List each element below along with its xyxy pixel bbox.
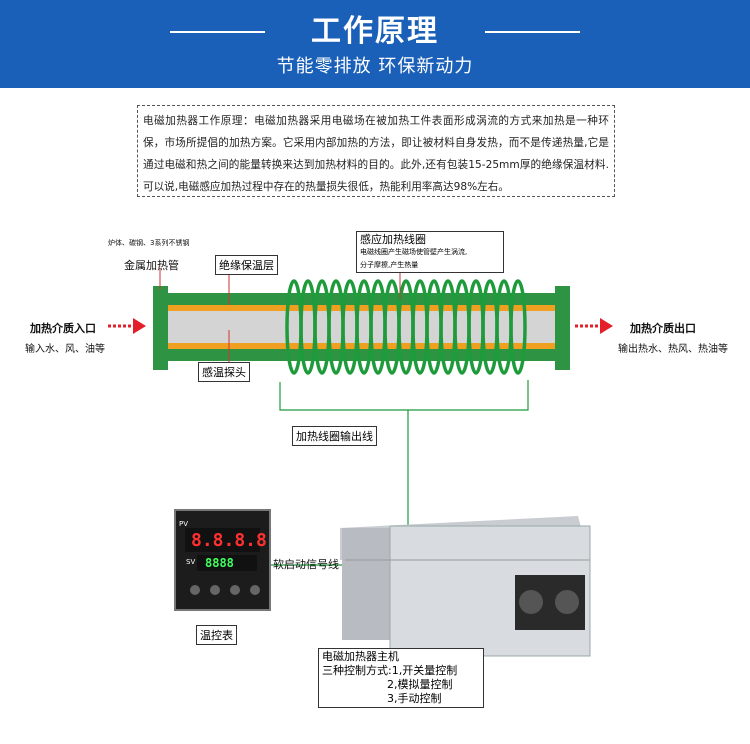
outlet-title: 加热介质出口 [630,322,696,335]
insulation-label: 绝缘保温层 [215,255,278,275]
host-mode-2: 2,模拟量控制 [387,678,453,691]
host-title: 电磁加热器主机 [322,650,399,663]
right-flange [555,286,570,370]
left-flange [153,286,168,370]
host-callout: 电磁加热器主机 三种控制方式:1,开关量控制 2,模拟量控制 3,手动控制 [318,648,484,708]
page-title: 工作原理 [311,14,439,49]
material-note: 炉体、碳钢、3系列不锈钢 [108,239,190,247]
host-modes-title: 三种控制方式:1,开关量控制 [322,664,480,678]
page-subtitle: 节能零排放 环保新动力 [276,56,474,77]
principle-description: 电磁加热器工作原理：电磁加热器采用电磁场在被加热工件表面形成涡流的方式来加热是一… [137,105,615,197]
sv-label: SV [186,558,196,566]
inlet-title: 加热介质入口 [30,322,96,335]
insulation-bottom [168,343,555,349]
sv-display: 8888 [205,556,234,570]
outlet-arrow [575,318,613,334]
coil-callout: 感应加热线圈 电磁线圈产生磁场使管壁产生涡流, 分子摩擦,产生热量 [356,231,504,273]
coil-loop [509,279,527,375]
coil-output-wire-a [279,380,529,411]
coil-output-label: 加热线圈输出线 [292,426,377,446]
induction-coil [285,279,527,375]
signal-line-label: 软启动信号线 [273,558,339,571]
host-modes-heading: 三种控制方式: [322,664,392,677]
outlet-subtitle: 输出热水、热风、热油等 [618,344,728,355]
metal-tube-label: 金属加热管 [124,259,179,272]
title-rule-right [485,31,580,33]
header-banner: 工作原理 节能零排放 环保新动力 [0,0,750,88]
coil-title: 感应加热线圈 [360,233,426,246]
pv-label: PV [179,520,189,528]
title-rule-left [170,31,265,33]
coil-note-1: 电磁线圈产生磁场使管壁产生涡流, [360,248,468,256]
insulation-top [168,305,555,311]
host-mode-1: 1,开关量控制 [391,664,458,677]
heater-host-unit [340,516,591,657]
pipe-bore [168,311,555,343]
coil-note-2: 分子摩擦,产生热量 [360,261,419,269]
inlet-arrow [108,318,146,334]
controller-label: 温控表 [196,625,237,645]
pv-display: 8.8.8.8 [191,530,267,551]
temperature-controller [174,509,271,611]
host-mode-3: 3,手动控制 [387,692,442,705]
inlet-subtitle: 输入水、风、油等 [25,344,105,355]
probe-label: 感温探头 [198,362,250,382]
